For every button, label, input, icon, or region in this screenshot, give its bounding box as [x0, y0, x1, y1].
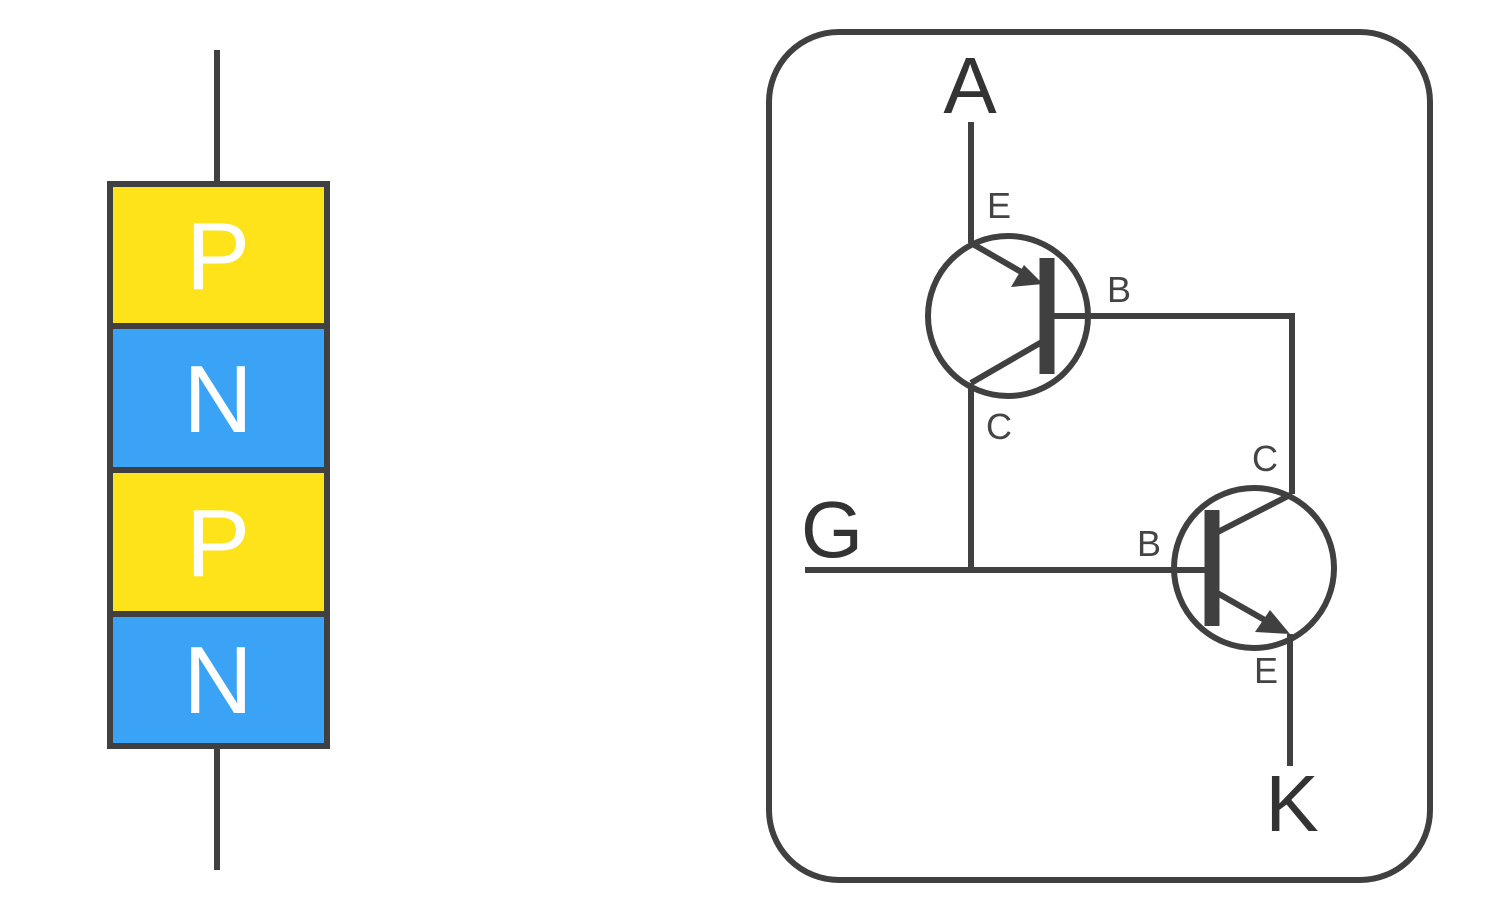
layer-4 [113, 617, 324, 743]
npn-base-label: B [1137, 523, 1161, 564]
pnp-emitter-arrow-icon [1011, 265, 1043, 287]
npn-emitter-label: E [1254, 650, 1278, 691]
gate-label: G [801, 485, 863, 574]
layer-3 [113, 473, 324, 611]
layer-2-label: N [183, 346, 252, 453]
npn-transistor [1171, 485, 1337, 651]
pnp-emitter-lead [969, 240, 1032, 280]
layer-3-label: P [186, 490, 250, 597]
npn-emitter-lead [1210, 587, 1272, 626]
npn-emitter-arrow-icon [1255, 610, 1290, 634]
pnp-collector-label: C [986, 406, 1012, 447]
layer-4-label: N [183, 627, 252, 734]
layer-stack-outline [107, 181, 330, 749]
cathode-label: K [1265, 759, 1318, 848]
npn-body-circle [1171, 485, 1337, 651]
equivalent-circuit: A G K E B C C B E [766, 29, 1433, 883]
pnp-emitter-label: E [987, 185, 1011, 226]
anode-label: A [943, 41, 997, 130]
pnpn-layer-stack: P N P N [107, 50, 330, 870]
pnp-transistor [925, 233, 1091, 399]
npn-collector-lead [1210, 491, 1294, 538]
pnp-collector-lead [969, 336, 1049, 386]
circuit-frame [766, 29, 1433, 883]
layer-2 [113, 329, 324, 467]
layer-1 [113, 187, 324, 323]
layer-1-label: P [186, 203, 250, 310]
pnp-base-to-npn-collector-wire [1054, 313, 1295, 494]
pnp-base-label: B [1107, 269, 1131, 310]
npn-collector-label: C [1252, 438, 1278, 479]
